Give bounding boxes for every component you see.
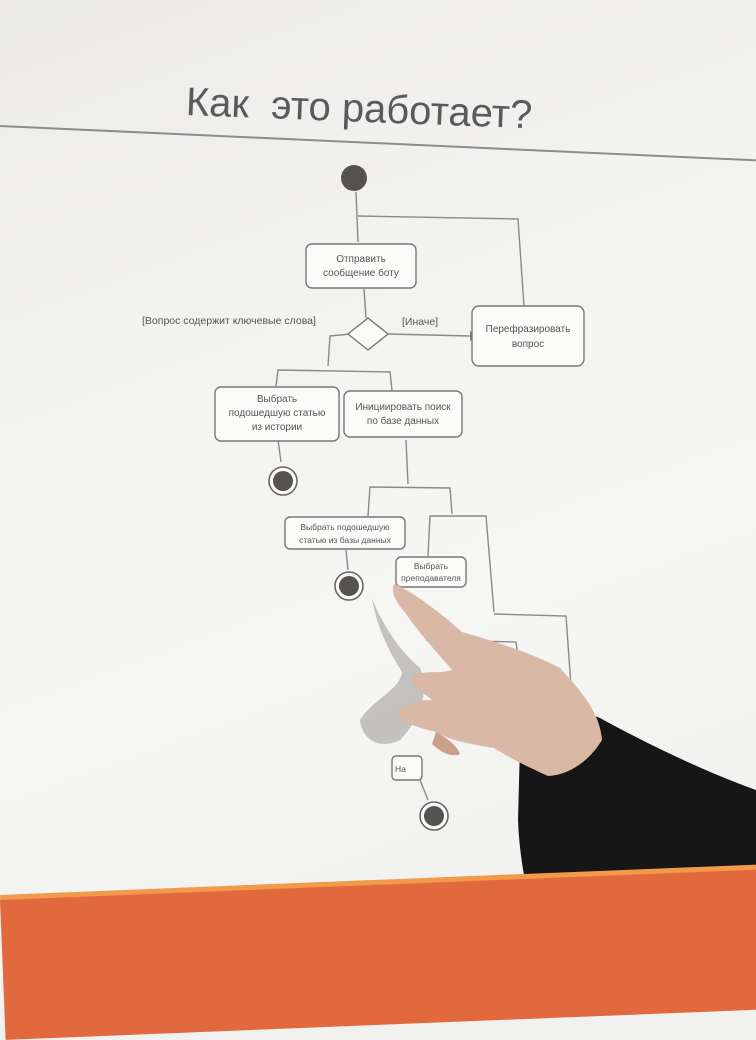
edge-decision-rephrase (387, 333, 471, 337)
edge-send-decision (363, 288, 367, 319)
history-line2: подошедшую статью (229, 408, 326, 419)
teacher-line1: Выбрать (414, 561, 449, 571)
finger-tip (432, 732, 460, 756)
choose-db-line2: статью из базы данных (299, 535, 392, 545)
fork-bar-2 (367, 486, 453, 517)
edge-right-branch (493, 613, 573, 701)
box-choose-from-db (284, 516, 406, 550)
teacher-line2: преподавателя (401, 573, 461, 583)
pointing-hand (392, 584, 602, 776)
box-partial (391, 755, 423, 781)
guard-keywords: [Вопрос содержит ключевые слова] (142, 315, 316, 327)
send-message-line1: Отправить (336, 254, 386, 265)
box-search-db (343, 390, 463, 438)
edge-loop-rephrase (357, 215, 525, 307)
box-send-message (305, 243, 417, 289)
edge-start-send (355, 191, 359, 243)
end-node-history-core (273, 471, 293, 491)
edge-dbchoice-end (345, 549, 349, 571)
edge-final (419, 779, 429, 801)
edge-search-fork (405, 439, 409, 485)
guard-else: [Иначе] (402, 316, 438, 328)
search-db-line1: Инициировать поиск (355, 402, 451, 413)
box-choose-teacher (395, 556, 467, 588)
activity-diagram: Отправить сообщение боту Перефразировать… (142, 165, 756, 1008)
history-line3: из истории (252, 422, 302, 433)
box-rephrase (471, 305, 585, 367)
send-message-line2: сообщение боту (323, 267, 399, 279)
search-db-line2: по базе данных (367, 415, 439, 427)
rephrase-line2: вопрос (512, 339, 544, 350)
end-node-db-core (339, 576, 359, 596)
box-choose-from-history (214, 386, 340, 442)
decision-diamond (346, 317, 390, 351)
start-node (341, 165, 367, 191)
history-line1: Выбрать (257, 393, 297, 405)
fork-bar-3 (427, 515, 495, 613)
rephrase-line1: Перефразировать (486, 323, 571, 335)
fork-bar-1 (275, 369, 393, 391)
partial-label: На (395, 764, 406, 774)
edge-decision-fork (327, 333, 351, 367)
choose-db-line1: Выбрать подошедшую (300, 522, 390, 532)
end-node-final-core (424, 806, 444, 826)
edge-history-end (277, 439, 282, 463)
